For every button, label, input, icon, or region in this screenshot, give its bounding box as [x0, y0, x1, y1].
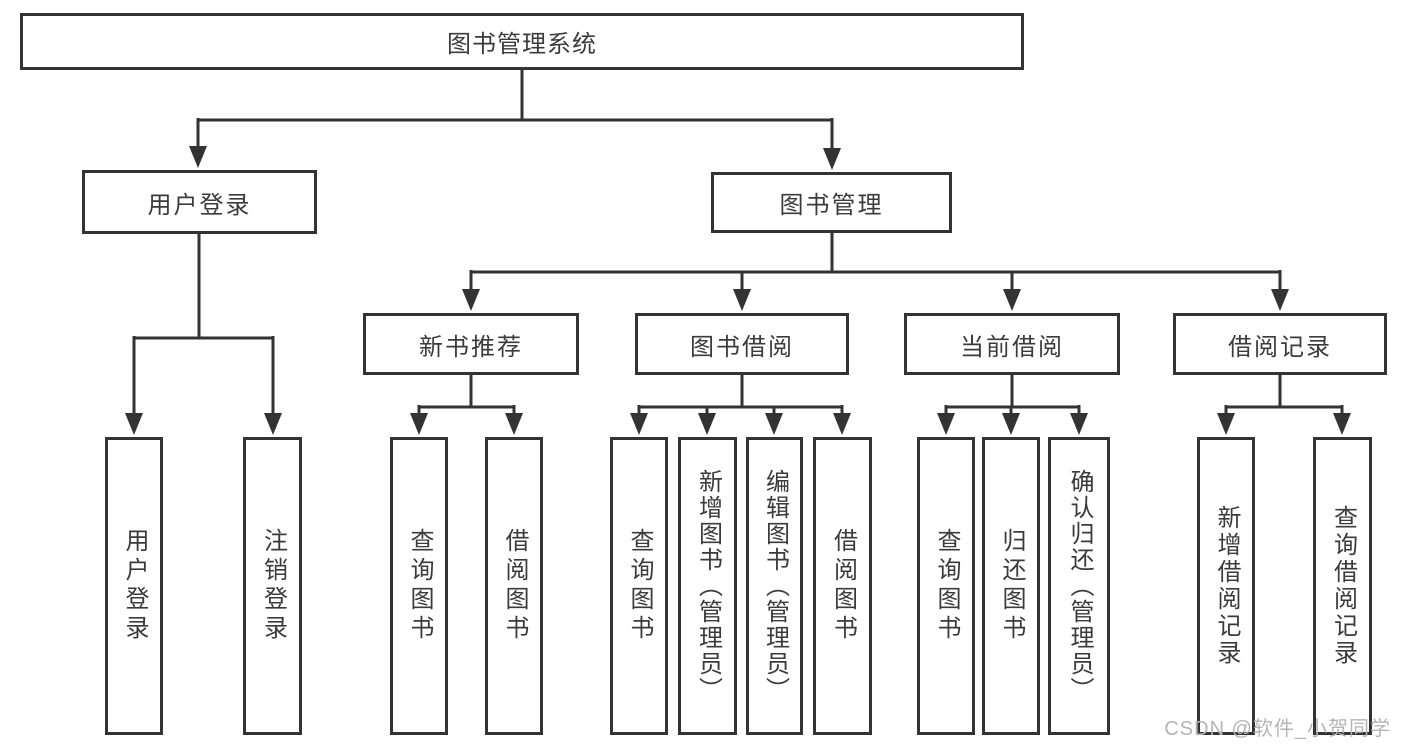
node-book-borrow-label: 图书借阅: [690, 333, 794, 361]
leaf-records-add-record: 新增借阅记录: [1197, 437, 1255, 735]
leaf-recommend-borrow-book-label: 借阅图书: [501, 528, 528, 644]
leaf-logout: 注销登录: [243, 437, 302, 735]
node-book-manage-label: 图书管理: [779, 192, 884, 219]
leaf-current-query-book-label: 查询图书: [933, 528, 960, 644]
node-current-borrow: 当前借阅: [904, 313, 1120, 375]
connector-lines: [132, 70, 1344, 420]
csdn-watermark: CSDN @软件_小贺同学: [1164, 718, 1391, 740]
leaf-logout-label: 注销登录: [259, 528, 287, 644]
node-root-system: 图书管理系统: [20, 13, 1024, 70]
node-current-borrow-label: 当前借阅: [960, 333, 1064, 361]
node-user-login: 用户登录: [82, 170, 317, 234]
node-book-manage: 图书管理: [711, 172, 952, 233]
leaf-borrow-borrow-book: 借阅图书: [813, 437, 872, 735]
leaf-current-query-book: 查询图书: [917, 437, 975, 735]
leaf-user-login: 用户登录: [105, 437, 163, 735]
leaf-user-login-label: 用户登录: [121, 528, 148, 644]
node-borrow-records-label: 借阅记录: [1228, 333, 1332, 361]
arrowheads: [125, 146, 1351, 435]
leaf-recommend-query-book: 查询图书: [390, 437, 448, 735]
leaf-current-confirm-return-admin: 确认归还（管理员）: [1048, 437, 1110, 735]
node-root-label: 图书管理系统: [447, 31, 597, 58]
leaf-borrow-add-book-admin-label: 新增图书（管理员）: [694, 469, 722, 703]
leaf-current-confirm-return-admin-label: 确认归还（管理员）: [1066, 469, 1093, 703]
leaf-borrow-query-book: 查询图书: [610, 437, 668, 735]
leaf-current-return-book-label: 归还图书: [998, 528, 1025, 644]
leaf-borrow-borrow-book-label: 借阅图书: [829, 528, 857, 644]
node-new-book-recommend: 新书推荐: [363, 313, 579, 375]
leaf-records-add-record-label: 新增借阅记录: [1213, 505, 1240, 667]
leaf-records-query-record: 查询借阅记录: [1313, 437, 1372, 735]
leaf-borrow-edit-book-admin: 编辑图书（管理员）: [746, 437, 803, 735]
node-user-login-label: 用户登录: [147, 191, 252, 219]
node-book-borrow: 图书借阅: [635, 313, 849, 375]
node-new-book-recommend-label: 新书推荐: [419, 333, 523, 361]
leaf-records-query-record-label: 查询借阅记录: [1329, 505, 1357, 667]
leaf-borrow-query-book-label: 查询图书: [626, 528, 653, 644]
leaf-borrow-edit-book-admin-label: 编辑图书（管理员）: [761, 469, 789, 703]
leaf-current-return-book: 归还图书: [982, 437, 1040, 735]
leaf-recommend-borrow-book: 借阅图书: [485, 437, 543, 735]
leaf-recommend-query-book-label: 查询图书: [406, 528, 433, 644]
leaf-borrow-add-book-admin: 新增图书（管理员）: [678, 437, 737, 735]
node-borrow-records: 借阅记录: [1173, 313, 1387, 375]
